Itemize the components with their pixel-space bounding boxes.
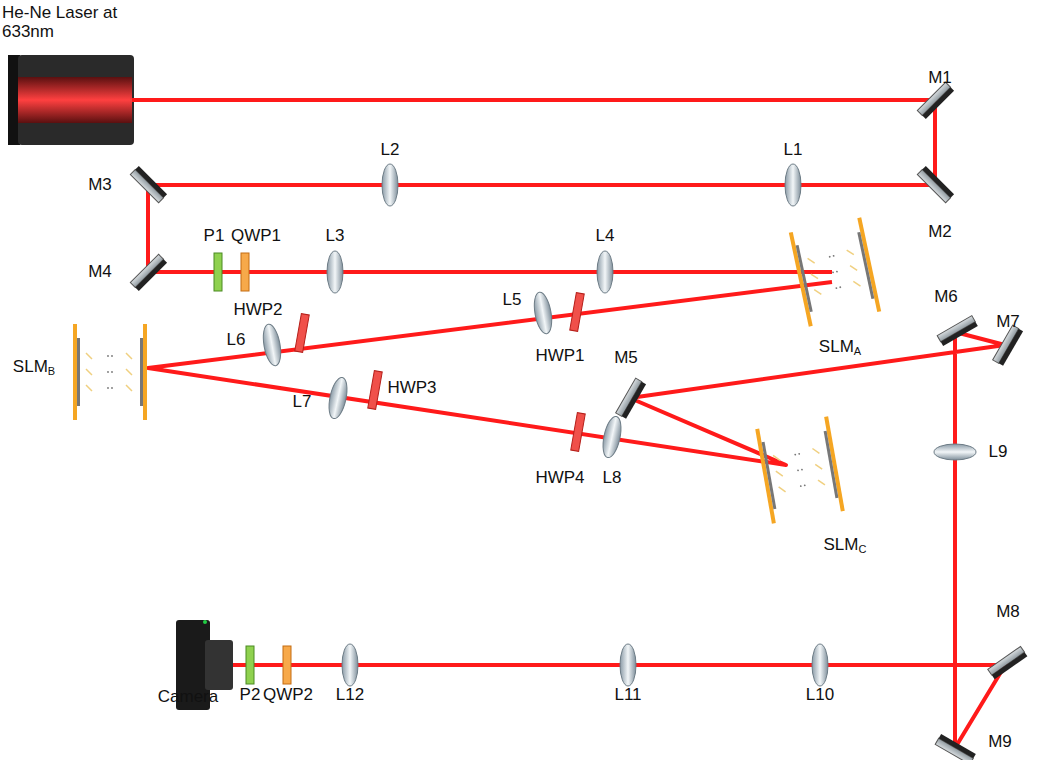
- component-label: L7: [293, 393, 312, 412]
- component-label: HWP3: [387, 379, 436, 398]
- mirror: [935, 734, 976, 760]
- component-label: HWP4: [535, 469, 584, 488]
- component-label: QWP1: [231, 227, 281, 246]
- component-label: L6: [227, 331, 246, 350]
- component-label: M8: [996, 603, 1020, 622]
- lens: [531, 291, 554, 335]
- quarter-wave-plate: [241, 253, 249, 291]
- lens: [342, 644, 358, 686]
- component-label: M7: [996, 313, 1020, 332]
- component-label: L11: [614, 686, 641, 705]
- slm: [73, 324, 147, 420]
- component-label: QWP2: [263, 686, 313, 705]
- laser-label: He-Ne Laser at 633nm: [2, 4, 122, 41]
- lens: [327, 251, 343, 293]
- lens: [600, 415, 624, 459]
- mirror: [616, 378, 646, 419]
- lens: [597, 251, 613, 293]
- component-label: HWP2: [233, 301, 282, 320]
- half-wave-plate: [570, 293, 584, 332]
- component-label: L2: [381, 141, 400, 160]
- component-label: HWP1: [535, 347, 584, 366]
- component-label: P1: [204, 227, 225, 246]
- mirror: [993, 325, 1023, 366]
- half-wave-plate: [571, 413, 585, 452]
- slm: [755, 416, 845, 523]
- component-label: M5: [614, 349, 638, 368]
- component-label: M4: [88, 263, 112, 282]
- lens: [382, 164, 398, 206]
- lens: [326, 376, 350, 420]
- mirror: [917, 166, 954, 203]
- mirror: [130, 254, 167, 291]
- half-wave-plate: [368, 371, 382, 410]
- component-label: Camera: [158, 688, 218, 707]
- laser: [8, 55, 134, 145]
- component-label: L9: [989, 443, 1008, 462]
- component-label: M2: [928, 223, 952, 242]
- lens: [785, 164, 801, 206]
- lens: [934, 444, 976, 460]
- mirror: [988, 646, 1028, 679]
- slm-label: SLMB: [13, 358, 55, 377]
- mirror: [130, 166, 167, 203]
- laser-beam: [132, 100, 1007, 748]
- component-label: L5: [503, 291, 522, 310]
- component-label: L3: [326, 227, 345, 246]
- component-label: P2: [240, 686, 261, 705]
- component-label: M9: [988, 733, 1012, 752]
- lens: [260, 323, 283, 367]
- mirror: [917, 82, 954, 119]
- component-label: M1: [928, 69, 952, 88]
- polarizer: [214, 253, 222, 291]
- lens: [812, 644, 828, 686]
- mirror: [937, 316, 978, 346]
- quarter-wave-plate: [283, 646, 291, 684]
- component-label: L4: [596, 227, 615, 246]
- lens: [620, 644, 636, 686]
- component-label: L8: [603, 469, 622, 488]
- slm: [789, 217, 881, 326]
- component-label: L1: [784, 141, 803, 160]
- component-label: M6: [934, 288, 958, 307]
- component-label: L10: [806, 686, 834, 705]
- half-wave-plate: [295, 314, 309, 353]
- slm-label: SLMA: [819, 338, 861, 357]
- polarizer: [246, 646, 254, 684]
- slm-label: SLMC: [824, 536, 867, 555]
- component-label: M3: [88, 176, 112, 195]
- component-label: L12: [336, 686, 364, 705]
